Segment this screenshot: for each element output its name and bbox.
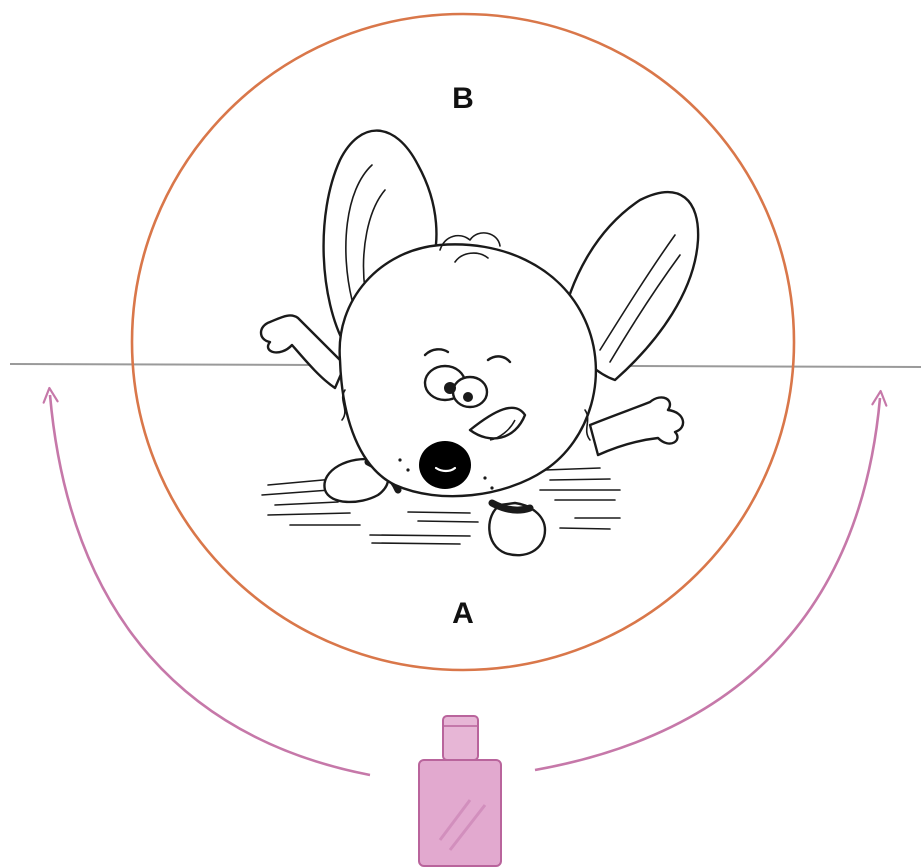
camera-icon	[419, 716, 501, 866]
cartoon-mouse-icon	[261, 131, 698, 556]
left-arc-arrow	[50, 395, 370, 775]
label-bottom: A	[452, 597, 474, 630]
right-arc-arrow	[535, 398, 880, 770]
label-top: B	[452, 82, 474, 115]
